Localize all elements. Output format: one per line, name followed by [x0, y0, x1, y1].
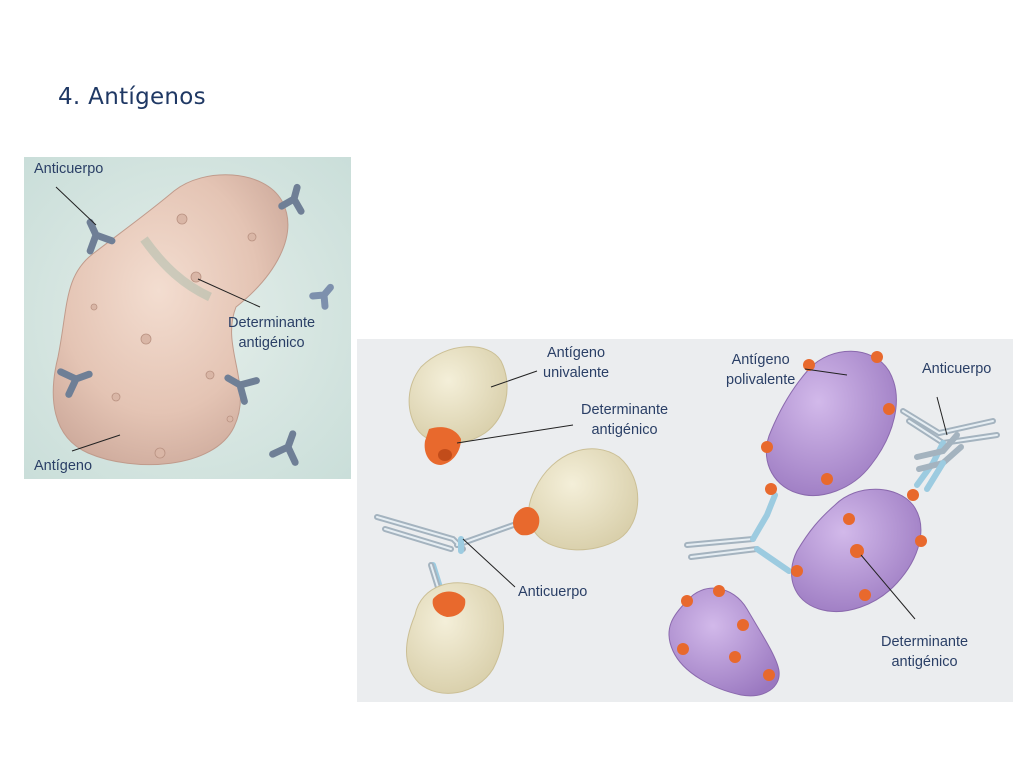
- slide-title: 4. Antígenos: [58, 84, 206, 110]
- univalent-antigen-bottom: [406, 582, 504, 694]
- antibody-6: [269, 430, 299, 466]
- leader-lines: [456, 368, 948, 620]
- polyvalent-antigen-middle: [791, 488, 927, 612]
- label-antigenic-determinant: Determinante antigénico: [228, 315, 316, 351]
- antibody-polyvalent-lower: [914, 432, 964, 492]
- antibodies: [374, 408, 1000, 600]
- antibody-center-left: [374, 514, 522, 600]
- label-antigenic-determinant-bottom: Determinante antigénico: [881, 634, 969, 670]
- antigen-drawing: [24, 157, 351, 479]
- antibody-polyvalent-top: [900, 408, 1000, 488]
- antibody-1: [86, 218, 116, 255]
- antibodies: [57, 183, 334, 466]
- label-polyvalent-antigen: Antígeno polivalente: [726, 352, 796, 388]
- label-antigen: Antígeno: [34, 458, 93, 474]
- antibody-polyvalent-middle: [684, 492, 792, 574]
- antigen-body: [52, 174, 289, 466]
- label-antibody-right: Anticuerpo: [922, 361, 992, 377]
- label-antibody-center: Anticuerpo: [518, 584, 588, 600]
- univalent-polyvalent-illustration: Antígeno univalente Determinante antigén…: [357, 339, 1013, 702]
- label-antibody: Anticuerpo: [34, 161, 104, 177]
- antigen-antibody-illustration: Anticuerpo Determinante antigénico Antíg…: [24, 157, 351, 479]
- antibody-4: [57, 368, 93, 398]
- antibody-5: [224, 374, 260, 405]
- leader-lines: [55, 186, 261, 452]
- label-univalent-antigen: Antígeno univalente: [543, 345, 610, 381]
- polyvalent-antigen-top: [761, 350, 897, 496]
- antigens-drawing: [374, 346, 1000, 697]
- univalent-antigen-top: [408, 346, 508, 465]
- label-antigenic-determinant-top: Determinante antigénico: [581, 402, 669, 438]
- polyvalent-antigen-bottom: [668, 585, 780, 697]
- univalent-antigen-center: [513, 448, 639, 551]
- antibody-2: [278, 183, 305, 215]
- antibody-3: [309, 283, 334, 310]
